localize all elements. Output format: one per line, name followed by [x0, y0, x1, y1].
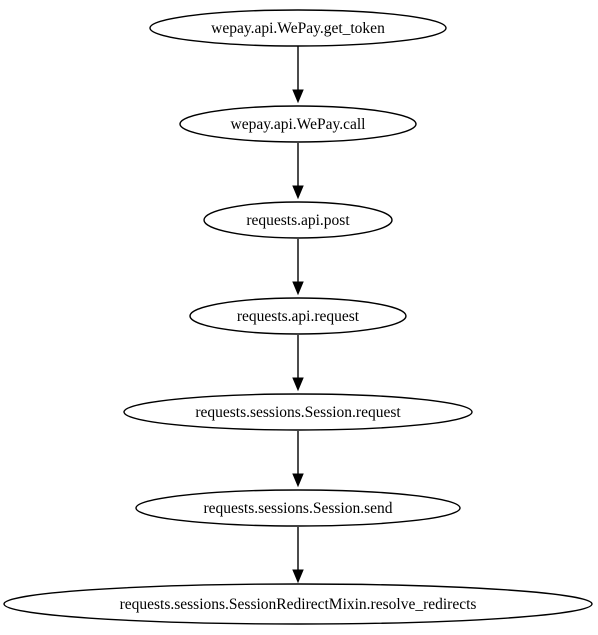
node-post: requests.api.post	[203, 201, 393, 239]
node-label: requests.api.post	[246, 212, 350, 229]
arrowhead-icon	[292, 377, 304, 392]
node-call: wepay.api.WePay.call	[179, 105, 417, 143]
node-ellipse	[189, 297, 407, 335]
arrowhead-icon	[292, 473, 304, 488]
node-get-token: wepay.api.WePay.get_token	[149, 9, 447, 47]
node-label: requests.api.request	[237, 308, 360, 325]
node-label: wepay.api.WePay.call	[231, 116, 366, 133]
arrowhead-icon	[292, 185, 304, 200]
node-ellipse	[179, 105, 417, 143]
node-label: requests.sessions.SessionRedirectMixin.r…	[120, 596, 477, 613]
node-request: requests.api.request	[189, 297, 407, 335]
node-session-request: requests.sessions.Session.request	[123, 393, 473, 431]
node-ellipse	[135, 489, 461, 527]
node-ellipse	[3, 583, 593, 625]
node-ellipse	[149, 9, 447, 47]
node-label: requests.sessions.Session.request	[195, 404, 401, 421]
node-resolve-redirects: requests.sessions.SessionRedirectMixin.r…	[3, 583, 593, 625]
edges	[292, 46, 304, 584]
arrowhead-icon	[292, 281, 304, 296]
arrowhead-icon	[292, 569, 304, 584]
node-label: requests.sessions.Session.send	[203, 500, 392, 517]
node-label: wepay.api.WePay.get_token	[211, 20, 385, 37]
node-ellipse	[203, 201, 393, 239]
node-session-send: requests.sessions.Session.send	[135, 489, 461, 527]
arrowhead-icon	[292, 89, 304, 104]
node-ellipse	[123, 393, 473, 431]
